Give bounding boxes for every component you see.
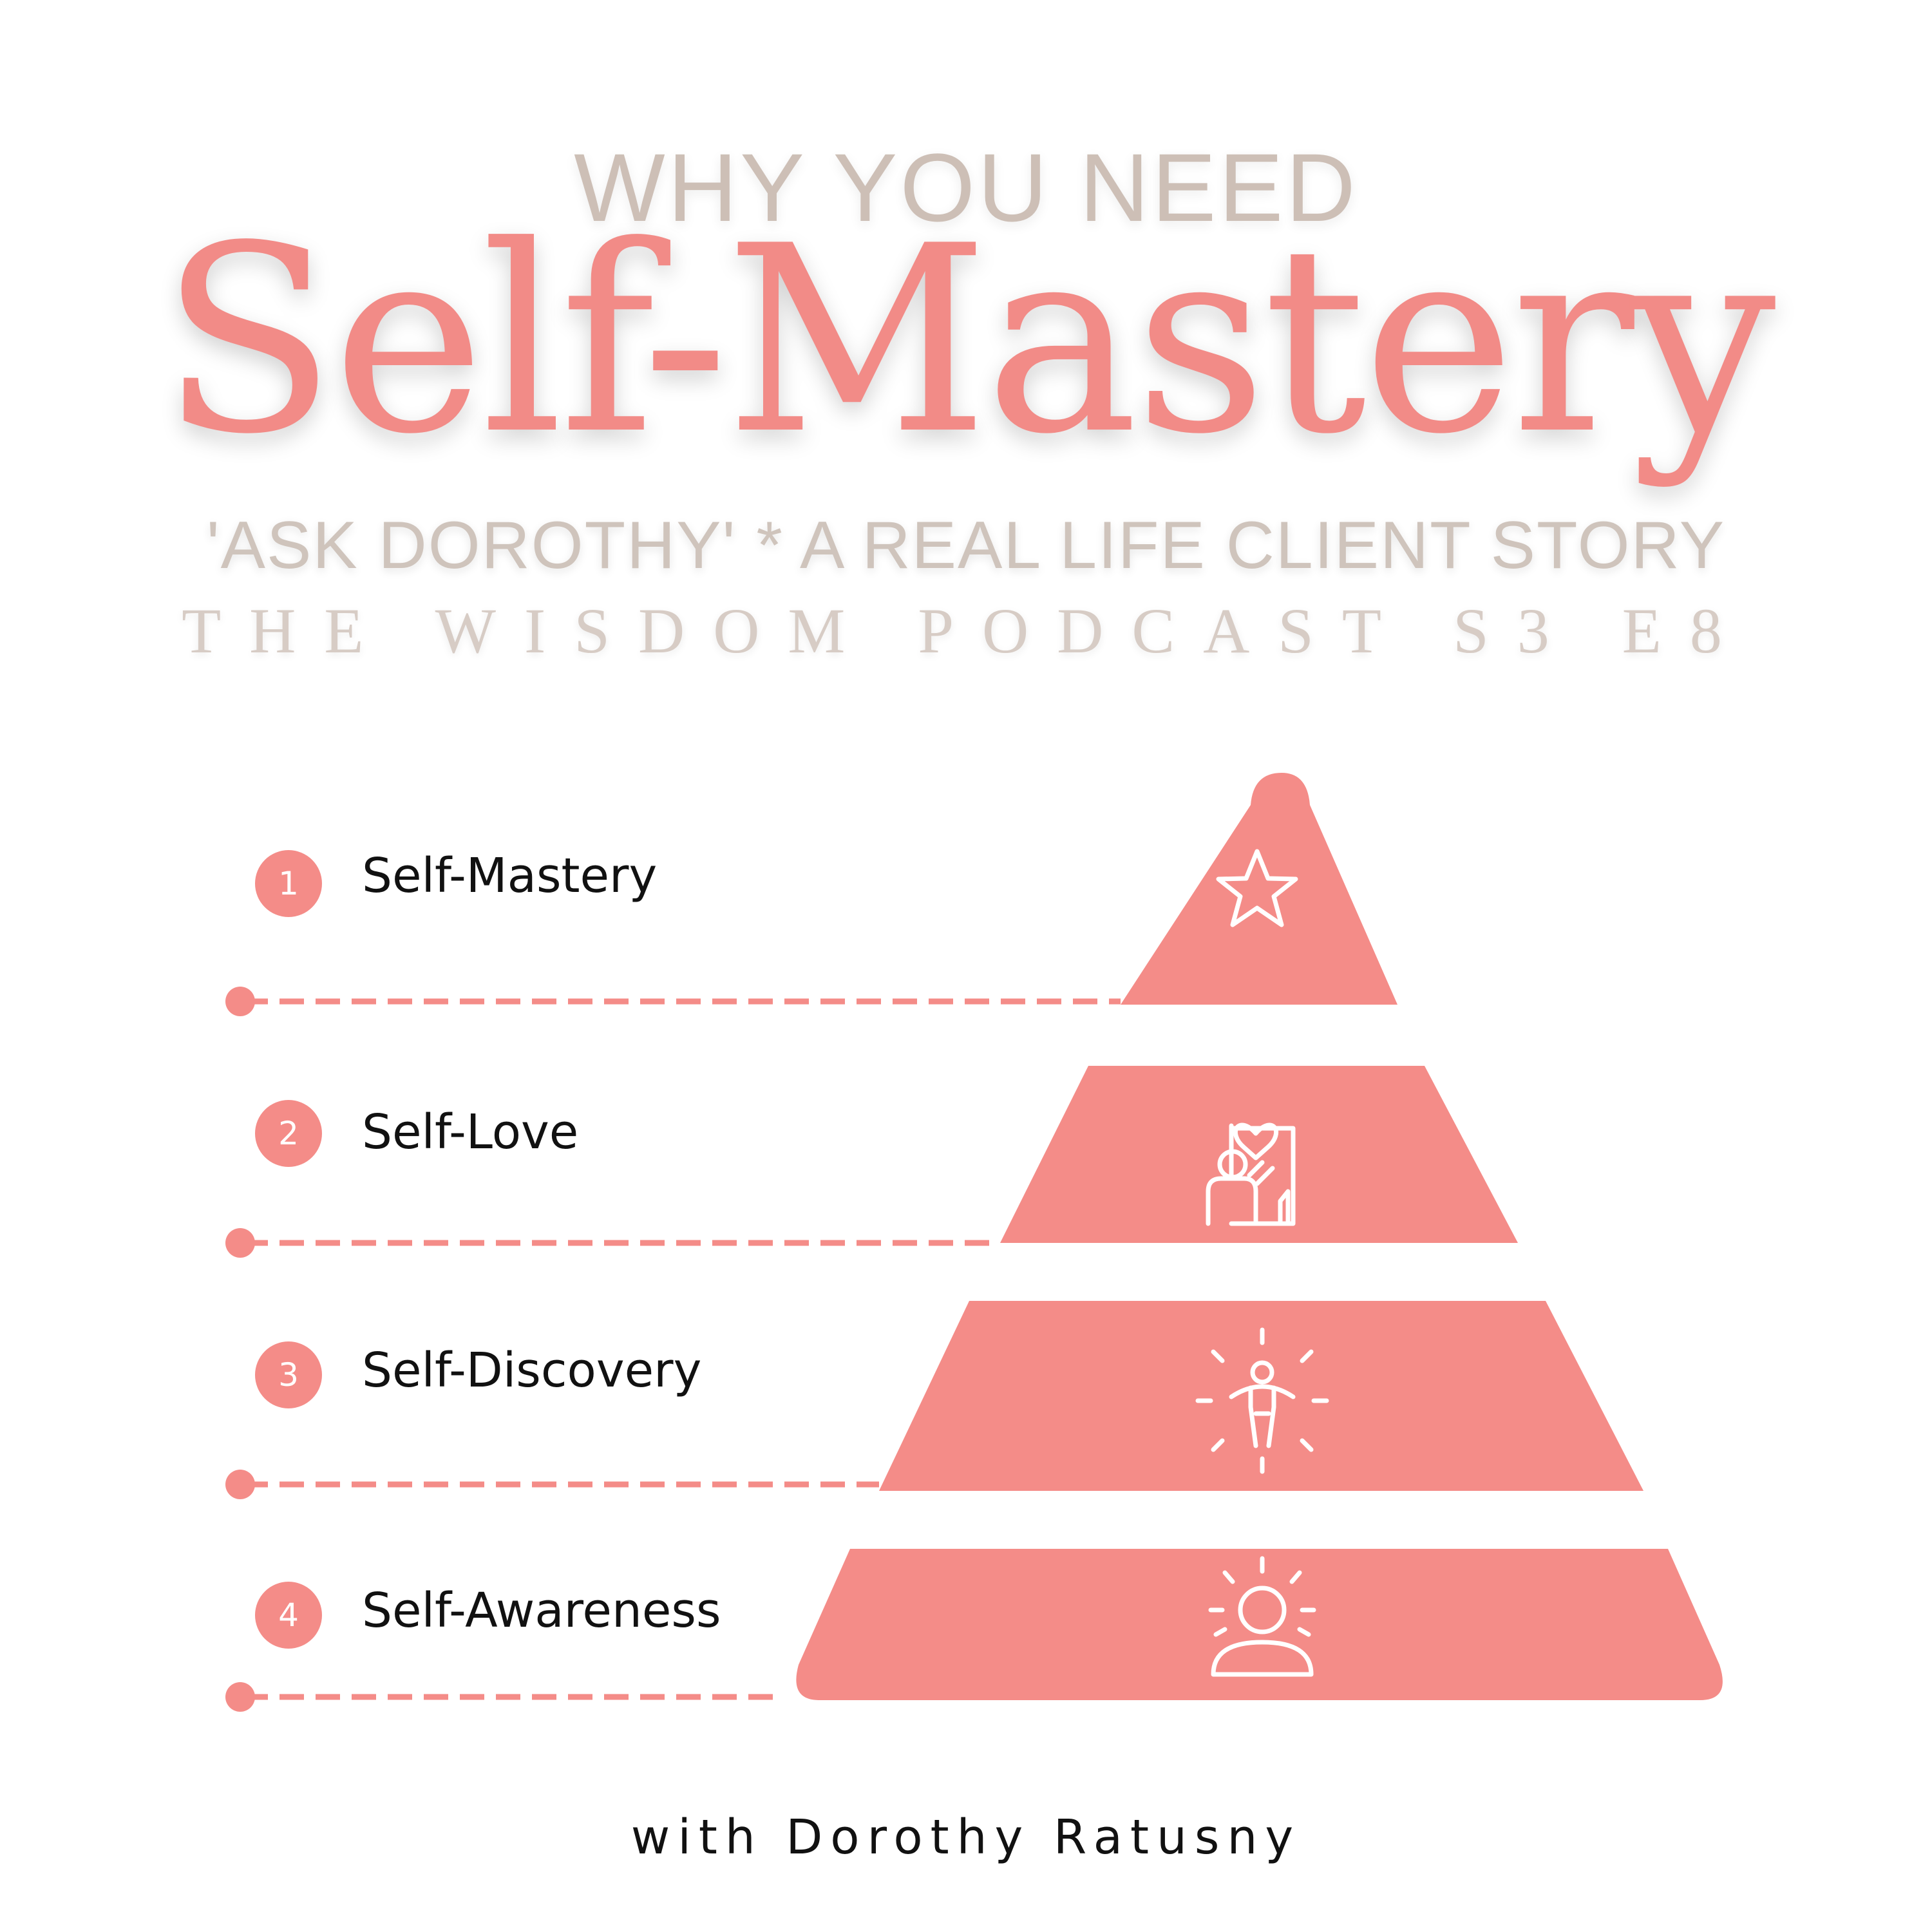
level-badge-2: 2 [255,1100,322,1167]
title-kicker: WHY YOU NEED [574,133,1358,242]
star-icon [1216,849,1298,927]
radiant-person-icon [1195,1327,1329,1474]
pyramid-tier-3 [879,1301,1643,1491]
pyramid-tier-4 [796,1549,1723,1700]
podcast-series: THE WISDOM PODCAST S3 E8 [182,595,1750,667]
awakened-person-icon [1208,1556,1316,1677]
level-label-2: Self-Love [362,1104,579,1160]
leader-dot-2 [225,1228,255,1258]
pyramid-tier-1 [1121,773,1397,1005]
host-byline: with Dorothy Ratusny [630,1810,1302,1865]
episode-subtitle: 'ASK DOROTHY' * A REAL LIFE CLIENT STORY [206,508,1726,583]
level-badge-1: 1 [255,850,322,917]
level-label-4: Self-Awareness [362,1583,721,1638]
level-badge-4: 4 [255,1582,322,1649]
level-label-3: Self-Discovery [362,1343,702,1398]
level-label-1: Self-Mastery [362,848,658,904]
leader-dot-3 [225,1470,255,1499]
leader-dot-1 [225,987,255,1016]
mirror-heart-icon [1206,1122,1296,1226]
level-badge-3: 3 [255,1341,322,1408]
page-title: Self-Mastery [160,191,1776,491]
leader-dot-4 [225,1682,255,1712]
